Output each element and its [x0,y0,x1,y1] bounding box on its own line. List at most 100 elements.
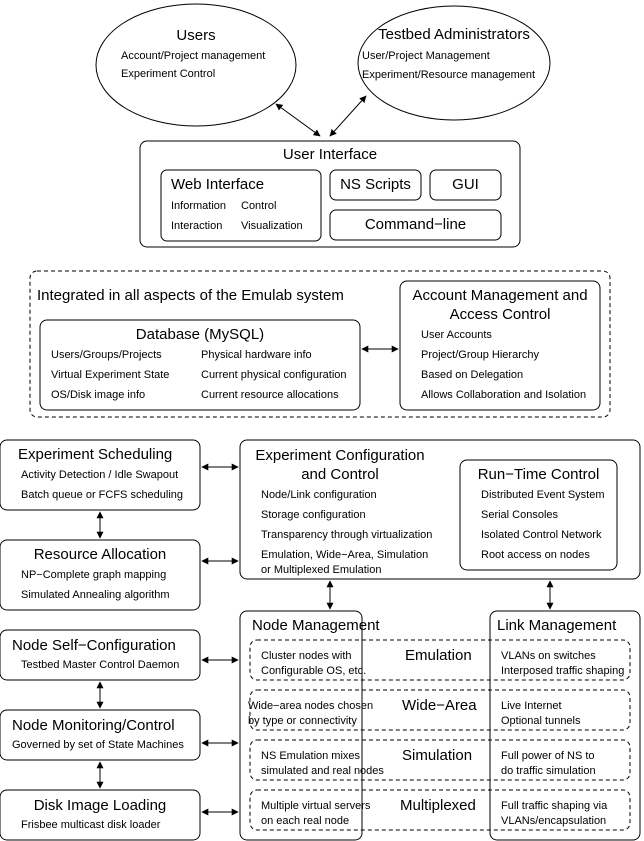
database-item: Physical hardware info [201,349,312,361]
runtime-control-box [459,459,618,571]
web-interface-item: Interaction [171,220,223,232]
selfconfig-item: Testbed Master Control Daemon [21,659,180,671]
web-interface-title: Web Interface [171,176,265,193]
admins-item: Experiment/Resource management [362,69,536,81]
users-item: Account/Project management [121,50,266,62]
scheduling-item: Batch queue or FCFS scheduling [21,489,184,501]
account-item: Allows Collaboration and Isolation [421,389,587,401]
disk-image-item: Frisbee multicast disk loader [21,819,161,831]
experiment-config-item: Transparency through virtualization [261,529,433,541]
mode-widearea-dashed [249,689,631,731]
database-box [39,319,361,411]
mode-name: Multiplexed [400,797,476,814]
experiment-config-title: and Control [301,466,379,483]
mode-node-text: on each real node [261,815,350,827]
database-item: Virtual Experiment State [51,369,170,381]
mode-node-text: simulated and real nodes [261,765,384,777]
mode-link-text: do traffic simulation [501,765,596,777]
mode-name: Simulation [402,747,473,764]
account-item: User Accounts [421,329,492,341]
mode-link-text: Full traffic shaping via [501,800,608,812]
integrated-dashed-box [29,270,611,418]
mode-node-text: Configurable OS, etc. [261,665,367,677]
account-title: Account Management and [412,287,588,304]
experiment-config-title: Experiment Configuration [255,447,425,464]
disk-image-title: Disk Image Loading [33,797,167,814]
ns-scripts-label: NS Scripts [340,176,411,193]
account-item: Based on Delegation [421,369,524,381]
node-management-title: Node Management [252,617,380,634]
users-ellipse [95,3,297,127]
experiment-config-item: Node/Link configuration [261,489,377,501]
experiment-config-item: or Multiplexed Emulation [261,564,382,576]
mode-name: Emulation [405,647,472,664]
runtime-item: Isolated Control Network [481,529,602,541]
account-title: Access Control [449,306,551,323]
resource-item: NP−Complete graph mapping [21,569,167,581]
resource-allocation-box [0,539,201,611]
users-item: Experiment Control [121,68,216,80]
database-item: Current physical configuration [201,369,347,381]
mode-simulation-dashed [249,739,631,781]
gui-box [429,169,502,201]
scheduling-item: Activity Detection / Idle Swapout [21,469,179,481]
self-configuration-box [0,629,201,681]
ns-scripts-box [329,169,422,201]
user-interface-title: User Interface [282,146,378,163]
mode-node-text: by type or connectivity [248,715,357,727]
mode-node-text: NS Emulation mixes [261,750,361,762]
scheduling-title: Experiment Scheduling [18,446,173,463]
resource-title: Resource Allocation [33,546,167,563]
mode-node-text: Cluster nodes with [261,650,352,662]
monitoring-box [0,709,201,761]
integrated-title: Integrated in all aspects of the Emulab … [37,287,344,304]
experiment-config-item: Emulation, Wide−Area, Simulation [261,549,429,561]
monitoring-title: Node Monitoring/Control [12,717,175,734]
link-management-title: Link Management [497,617,617,634]
account-management-box [399,280,601,411]
mode-link-text: VLANs/encapsulation [501,815,607,827]
link-management-box [489,610,641,841]
mode-link-text: Interposed traffic shaping [501,665,625,677]
admins-title: Testbed Administrators [378,26,530,43]
web-interface-item: Visualization [241,220,303,232]
arrow-admins-ui [329,95,367,137]
database-item: Users/Groups/Projects [51,349,162,361]
database-item: OS/Disk image info [51,389,146,401]
experiment-config-box [239,439,641,580]
mode-multiplexed-dashed [249,789,631,831]
runtime-item: Root access on nodes [481,549,590,561]
database-item: Current resource allocations [201,389,339,401]
disk-image-box [0,789,201,841]
mode-node-text: Wide−area nodes chosen [248,700,374,712]
mode-emulation-dashed [249,639,631,681]
web-interface-item: Control [241,200,277,212]
runtime-item: Distributed Event System [481,489,605,501]
users-title: Users [176,27,216,44]
selfconfig-title: Node Self−Configuration [12,637,176,654]
account-item: Project/Group Hierarchy [421,349,539,361]
web-interface-box [160,169,322,242]
scheduling-box [0,439,201,511]
admins-item: User/Project Management [362,50,490,62]
resource-item: Simulated Annealing algorithm [21,589,170,601]
gui-label: GUI [452,176,479,193]
arrow-users-ui [275,103,321,137]
web-interface-item: Information [171,200,227,212]
mode-link-text: VLANs on switches [501,650,596,662]
node-management-box [239,610,363,841]
runtime-title: Run−Time Control [477,466,600,483]
user-interface-box [139,140,521,248]
mode-link-text: Full power of NS to [501,750,595,762]
admins-ellipse [357,5,551,121]
mode-link-text: Live Internet [501,700,562,712]
mode-node-text: Multiple virtual servers [261,800,371,812]
database-title: Database (MySQL) [135,326,265,343]
command-line-label: Command−line [364,216,467,233]
mode-link-text: Optional tunnels [501,715,581,727]
monitoring-item: Governed by set of State Machines [12,739,184,751]
mode-name: Wide−Area [402,697,477,714]
command-line-box [329,209,502,241]
